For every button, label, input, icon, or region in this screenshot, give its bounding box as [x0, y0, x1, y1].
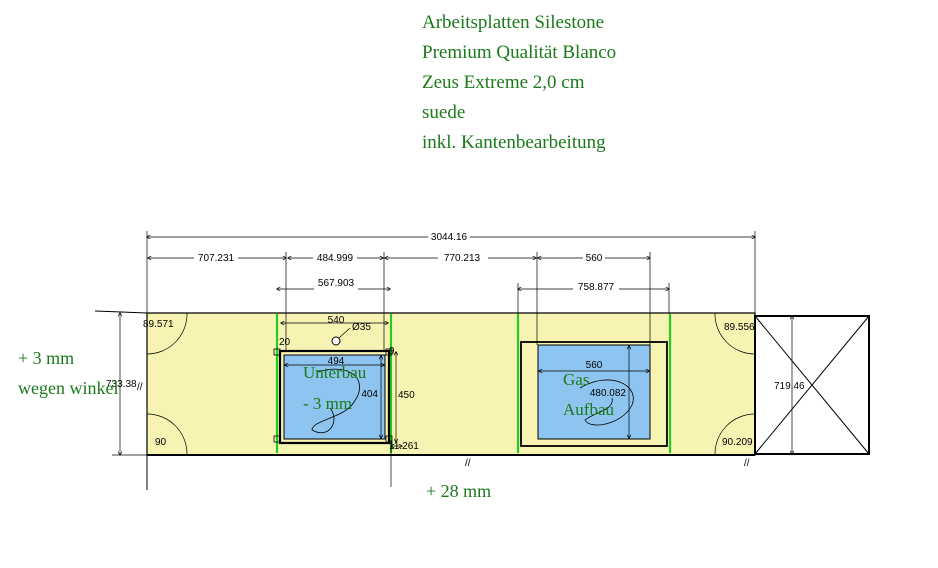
dim-sink-offset: 567.903: [318, 278, 355, 289]
title-line-2: Premium Qualität Blanco: [422, 42, 617, 63]
overall-label-bg: [428, 230, 470, 243]
tap-leader: [338, 327, 351, 339]
note-hob-line-2: Aufbau: [563, 400, 614, 419]
break-mark-bottom-1: //: [465, 458, 471, 469]
title-line-5: inkl. Kantenbearbeitung: [422, 132, 606, 153]
note-hob-line-1: Gas: [563, 370, 589, 389]
dim-overall: 3044.16: [431, 232, 468, 243]
note-left-line-2: wegen winkel: [18, 378, 118, 398]
hob-inner: [537, 344, 651, 440]
dim-seg-left: 707.231: [198, 253, 235, 264]
seg-left-label-bg: [194, 251, 238, 264]
corner-arc-top-left: [146, 312, 188, 355]
break-mark-left: //: [137, 382, 143, 393]
dim-hob-cutout-width: 560: [586, 360, 603, 371]
dim-sink-inner-depth: 404: [361, 389, 378, 400]
dim-hob-offset: 758.877: [578, 282, 615, 293]
sink-clip-2: [385, 348, 393, 356]
dim-angle-bottom-left: 90: [155, 437, 167, 448]
sink-outer: [278, 349, 391, 445]
title-block: Arbeitsplatten Silestone Premium Qualitä…: [422, 8, 616, 158]
end-panel-cross-2: [754, 315, 870, 455]
break-mark-bottom-2: //: [744, 458, 750, 469]
note-sink-line-1: Unterbau: [303, 363, 367, 382]
dim-seg-sink: 484.999: [317, 253, 354, 264]
tap-hole: [331, 336, 341, 346]
hob-squiggle: [579, 379, 634, 426]
dim-small-bottom: 11.261: [389, 441, 419, 452]
dim-hob-cutout-depth: 480.082: [590, 388, 627, 399]
sink-squiggle: [311, 368, 360, 433]
title-line-3: Zeus Extreme 2,0 cm: [422, 72, 585, 93]
dim-small-right-top: 9: [389, 346, 395, 357]
dim-sink-cutout-width: 540: [328, 315, 345, 326]
seg-middle-label-bg: [438, 251, 488, 264]
corner-arc-bottom-left: [146, 413, 188, 456]
sink-clip-4: [385, 435, 393, 443]
hob-offset-label-bg: [573, 280, 619, 293]
worktop-outline: [146, 312, 756, 456]
seg-sink-label-bg: [313, 251, 357, 264]
dim-depth-right: 719.46: [774, 381, 805, 392]
note-bottom: + 28 mm: [426, 481, 491, 501]
title-line-1: Arbeitsplatten Silestone: [422, 12, 605, 33]
dim-seg-hob: 560: [586, 253, 603, 264]
dim-tap-hole: Ø35: [352, 322, 371, 333]
dim-small-left-top: 20: [279, 337, 291, 348]
corner-arc-bottom-right: [714, 413, 756, 456]
sink-clip-3: [273, 435, 281, 443]
dim-seg-middle: 770.213: [444, 253, 481, 264]
seg-hob-label-bg: [583, 251, 605, 264]
note-sink-line-2: - 3 mm: [303, 394, 352, 413]
corner-arc-top-right: [714, 312, 756, 355]
dim-angle-top-left: 89.571: [143, 319, 174, 330]
dim-angle-bottom-right: 90.209: [722, 437, 753, 448]
dim-sink-inner-width: 494: [328, 356, 345, 367]
dim-sink-depth: 450: [398, 390, 415, 401]
sink-clip-1: [273, 348, 281, 356]
hob-outer: [520, 341, 668, 447]
dim-angle-top-right: 89.556: [724, 322, 755, 333]
title-line-4: suede: [422, 102, 466, 123]
worktop-top-extension: [94, 310, 148, 314]
dim-depth-left: 733.38: [106, 379, 137, 390]
note-left-line-1: + 3 mm: [18, 348, 74, 368]
sink-offset-label-bg: [314, 277, 358, 290]
